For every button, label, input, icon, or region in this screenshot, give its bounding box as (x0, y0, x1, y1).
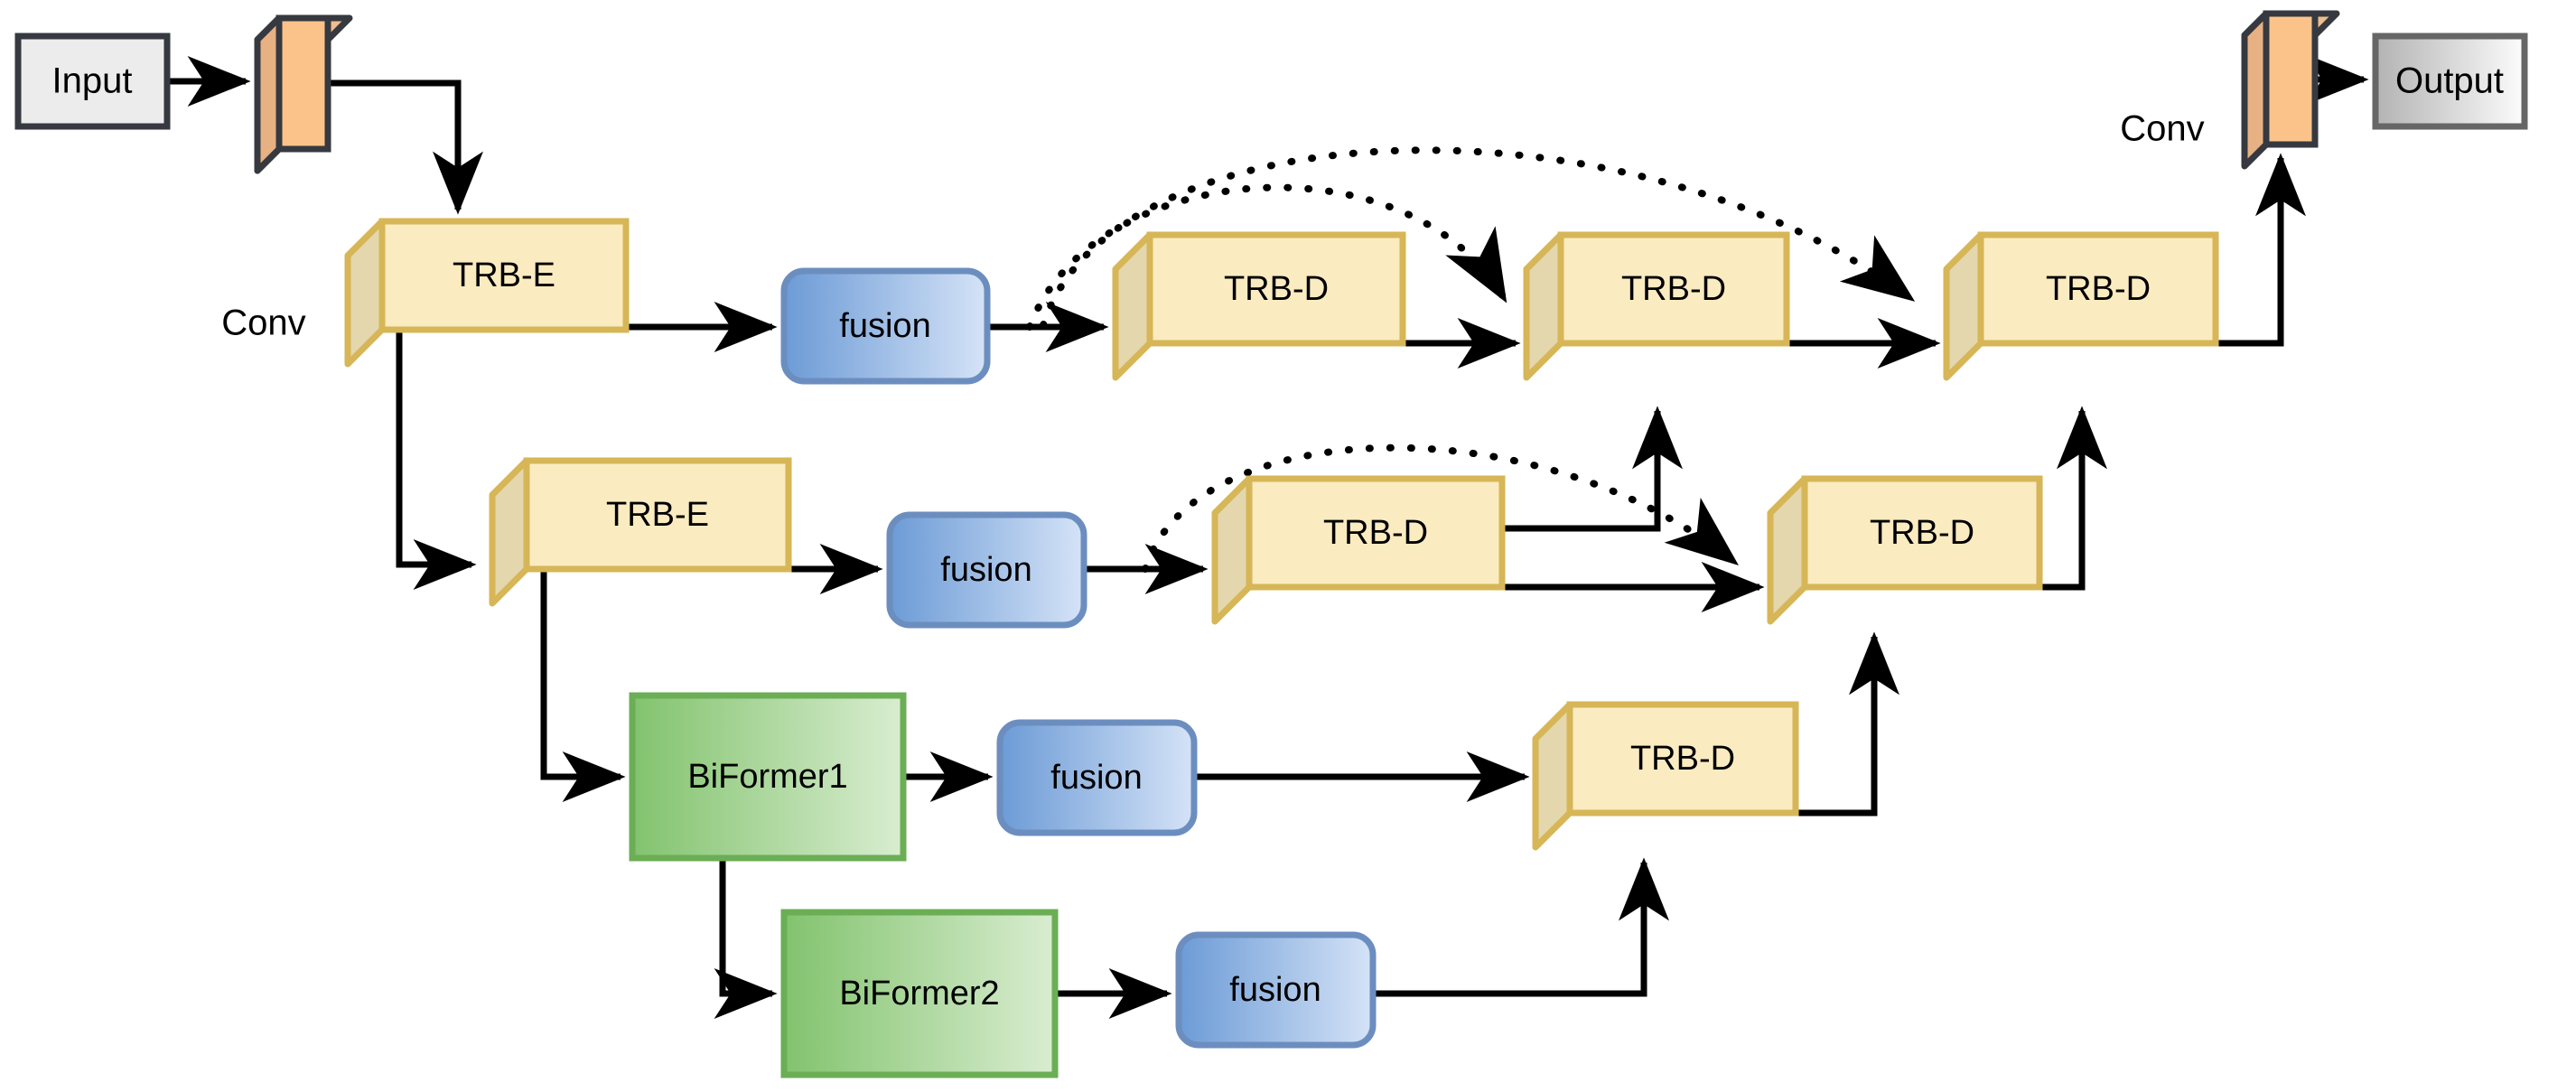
trb-d-r1-b-side-face (1523, 231, 1564, 381)
biformer-1-box[interactable] (629, 692, 907, 862)
trb-e-2-label: TRB-E (606, 496, 709, 534)
trb-d-r2-a-front-face[interactable] (1246, 475, 1506, 591)
edge-trb-d-r2-a-up-to-trb-d-r1-b (1468, 406, 1683, 532)
input-label: Input (52, 61, 133, 101)
edge-biformer-1-to-biformer-2 (714, 858, 778, 1019)
output-box[interactable] (2372, 33, 2528, 130)
node-fusion-1[interactable]: fusion (780, 267, 991, 385)
trb-e-1-side-face (344, 218, 386, 368)
fusion-2-box[interactable] (886, 511, 1087, 629)
fusion-1-label: fusion (839, 307, 930, 345)
fusion-4-box[interactable] (1175, 931, 1377, 1049)
conv-out-front-face[interactable] (2263, 10, 2319, 148)
conv-input-label: Conv (221, 303, 305, 343)
trb-d-r1-a-label: TRB-D (1224, 270, 1329, 308)
conv-output-label: Conv (2120, 109, 2204, 149)
trb-d-r2-b-label: TRB-D (1870, 514, 1974, 552)
edge-fusion-4-up-to-trb-d-r3 (1373, 857, 1669, 997)
trb-d-r1-c-side-face (1943, 231, 1984, 381)
trb-e-2-front-face[interactable] (523, 457, 792, 573)
trb-d-r1-b-label: TRB-D (1621, 270, 1726, 308)
trb-d-r3-front-face[interactable] (1566, 701, 1799, 817)
fusion-2-label: fusion (940, 551, 1031, 589)
fusion-4-label: fusion (1229, 971, 1321, 1009)
node-fusion-4[interactable]: fusion (1175, 931, 1377, 1049)
trb-d-r1-b-front-face[interactable] (1557, 231, 1790, 347)
trb-d-r1-a-side-face (1112, 231, 1153, 381)
node-biformer-2[interactable]: BiFormer2 (780, 909, 1059, 1078)
node-fusion-2[interactable]: fusion (886, 511, 1087, 629)
skip-connection-layer (1026, 146, 1916, 573)
edge-trb-e-1-to-trb-e-2 (396, 330, 477, 590)
node-trb-d-r1-c[interactable]: TRB-D (1943, 231, 2219, 381)
node-conv-input[interactable]: Conv (221, 14, 353, 343)
trb-d-r2-b-side-face (1767, 475, 1808, 625)
trb-d-r2-b-front-face[interactable] (1801, 475, 2043, 591)
conv-out-left-block (2241, 10, 2270, 170)
trb-d-r2-a-side-face (1211, 475, 1253, 625)
trb-e-1-front-face[interactable] (378, 218, 630, 333)
fusion-1-box[interactable] (780, 267, 991, 385)
node-output[interactable]: Output (2372, 33, 2528, 130)
trb-d-r3-side-face (1532, 701, 1573, 851)
edge-conv-to-trb-e-1 (328, 79, 483, 215)
trb-d-r1-a-front-face[interactable] (1146, 231, 1406, 347)
node-trb-d-r2-b[interactable]: TRB-D (1767, 475, 2043, 625)
conv-in-left-block (254, 14, 283, 174)
node-biformer-1[interactable]: BiFormer1 (629, 692, 907, 862)
skip-arc-long-r1 (1040, 146, 1916, 329)
biformer-2-box[interactable] (780, 909, 1059, 1078)
edge-trb-d-r3-up-to-trb-d-r2-b (1761, 631, 1899, 817)
node-trb-e-1[interactable]: TRB-E (344, 218, 630, 368)
node-trb-d-r1-a[interactable]: TRB-D (1112, 231, 1406, 381)
trb-e-2-side-face (489, 457, 530, 607)
trb-d-r2-a-label: TRB-D (1323, 514, 1428, 552)
edge-trb-e-2-to-biformer-1 (540, 569, 626, 802)
node-trb-d-r3[interactable]: TRB-D (1532, 701, 1799, 851)
node-trb-d-r1-b[interactable]: TRB-D (1523, 231, 1790, 381)
node-fusion-3[interactable]: fusion (996, 719, 1198, 836)
trb-d-r1-c-label: TRB-D (2046, 270, 2151, 308)
biformer-2-label: BiFormer2 (839, 975, 999, 1013)
fusion-3-label: fusion (1050, 759, 1142, 797)
trb-e-1-label: TRB-E (453, 257, 555, 294)
trb-d-r3-label: TRB-D (1630, 740, 1735, 778)
fusion-3-box[interactable] (996, 719, 1198, 836)
node-conv-output[interactable]: Conv (2120, 10, 2340, 170)
biformer-1-label: BiFormer1 (687, 758, 847, 796)
conv-in-front-face[interactable] (275, 14, 331, 153)
node-trb-d-r2-a[interactable]: TRB-D (1211, 475, 1506, 625)
node-input[interactable]: Input (14, 33, 171, 130)
input-box[interactable] (14, 33, 171, 130)
output-label: Output (2395, 61, 2504, 101)
node-trb-e-2[interactable]: TRB-E (489, 457, 792, 607)
trb-d-r1-c-front-face[interactable] (1977, 231, 2219, 347)
